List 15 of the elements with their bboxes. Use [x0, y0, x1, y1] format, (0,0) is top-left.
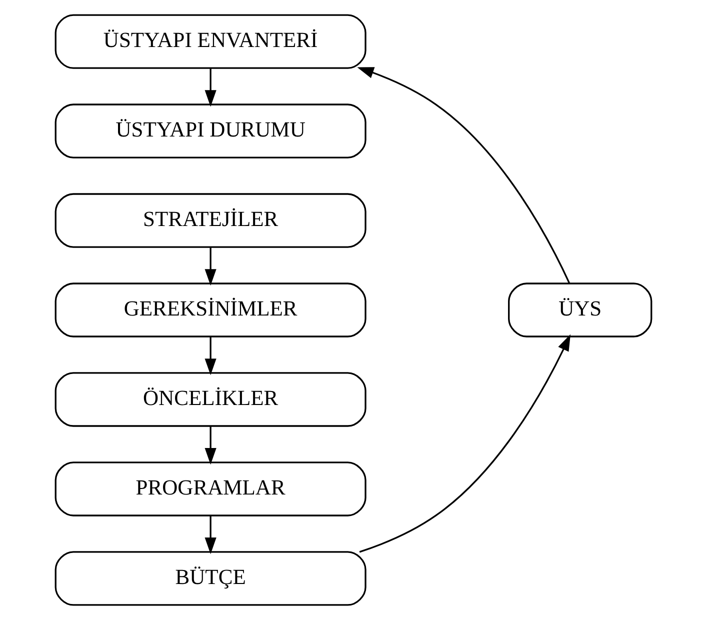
- node-box: ÖNCELİKLER: [54, 372, 366, 427]
- node-box: ÜSTYAPI DURUMU: [54, 104, 366, 158]
- node-box: BÜTÇE: [54, 551, 366, 606]
- arrow: [357, 67, 570, 284]
- node-box: ÜYS: [508, 282, 652, 338]
- node-box: ÜSTYAPI ENVANTERİ: [54, 14, 366, 69]
- node-box: GEREKSİNİMLER: [54, 282, 366, 338]
- arrow: [204, 426, 216, 465]
- node-box: STRATEJİLER: [54, 193, 366, 248]
- arrow: [204, 68, 216, 107]
- arrow: [204, 336, 216, 376]
- arrow: [359, 334, 571, 553]
- node-box: PROGRAMLAR: [54, 462, 366, 516]
- arrow: [204, 247, 216, 286]
- arrow: [204, 516, 216, 554]
